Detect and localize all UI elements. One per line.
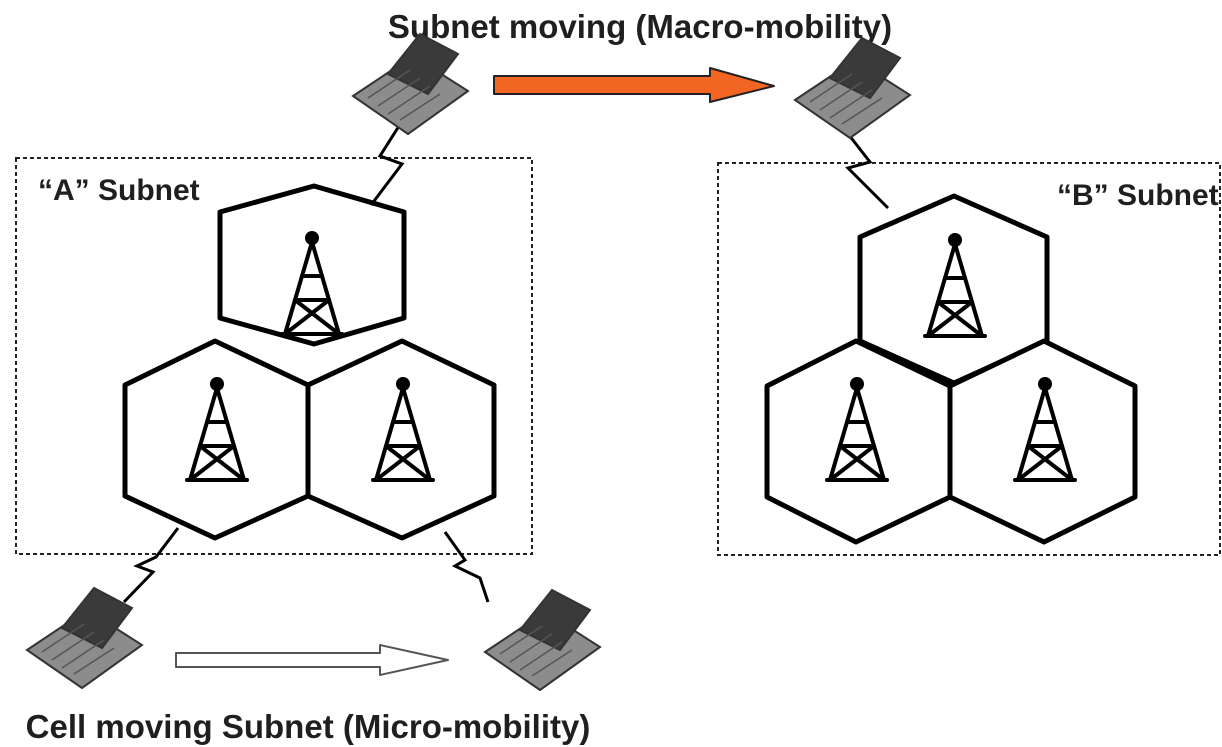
macro-mobility-arrow xyxy=(493,67,775,103)
laptop-icon xyxy=(794,37,911,139)
subnet-b-cell-left xyxy=(764,338,953,545)
subnet-a-cell-right xyxy=(305,338,497,541)
subnet-b-box xyxy=(717,162,1221,556)
subnet-b-cell-right xyxy=(947,338,1138,545)
wireless-link-b-top xyxy=(843,129,890,210)
laptop-icon xyxy=(352,33,469,135)
subnet-a-box xyxy=(15,157,533,555)
subnet-a-cell-left xyxy=(122,338,311,541)
wireless-link-a-left xyxy=(122,527,180,604)
laptop-icon xyxy=(484,589,601,691)
subnet-a-cell-top xyxy=(217,183,407,347)
laptop-icon xyxy=(26,587,143,689)
wireless-link-a-top xyxy=(369,125,405,206)
micro-mobility-title: Cell moving Subnet (Micro-mobility) xyxy=(26,708,591,745)
wireless-link-a-right xyxy=(443,531,490,603)
macro-mobility-title: Subnet moving (Macro-mobility) xyxy=(388,8,892,45)
micro-mobility-arrow xyxy=(175,644,449,676)
subnet-b-label: “B” Subnet xyxy=(1057,179,1219,212)
subnet-a-label: “A” Subnet xyxy=(38,174,200,207)
